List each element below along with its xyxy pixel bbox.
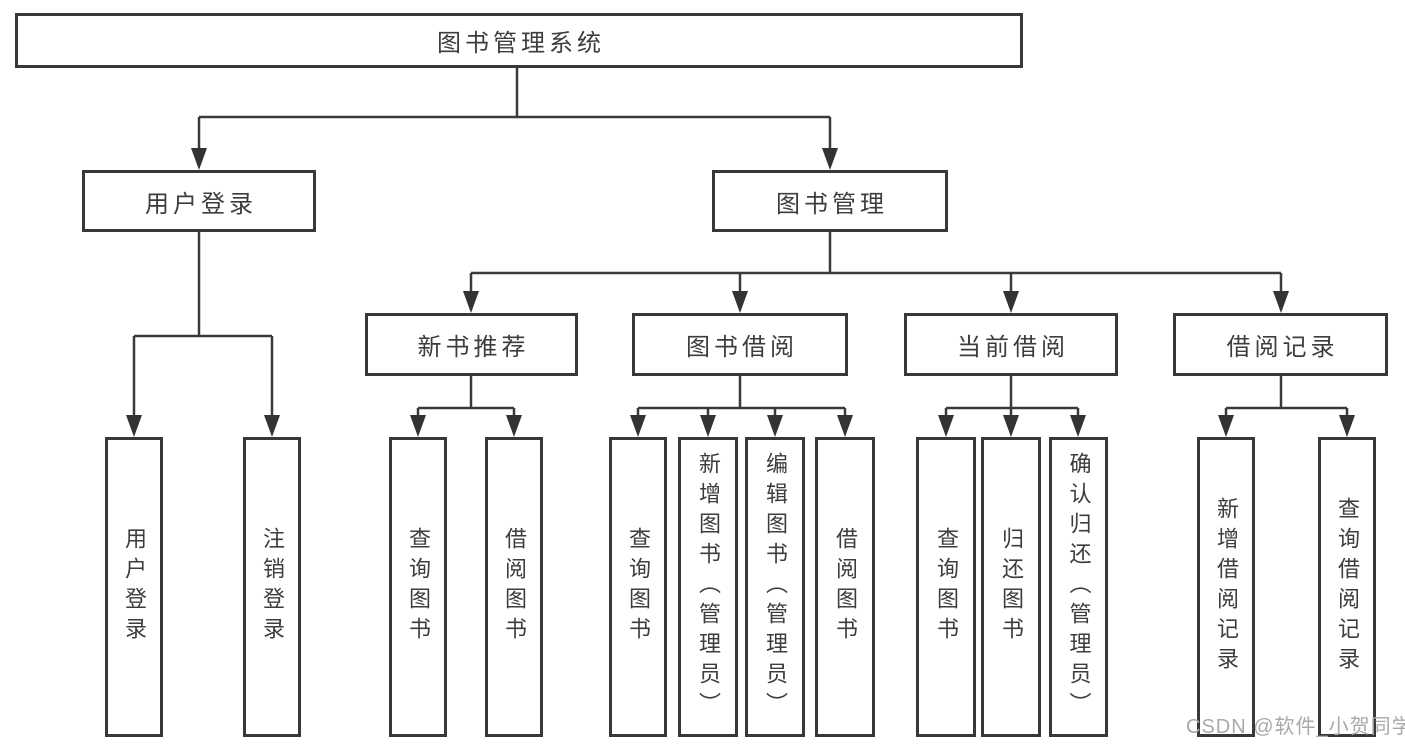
arrowhead-to-borrow-records <box>1273 291 1289 313</box>
node-root-system: 图书管理系统 <box>15 13 1023 68</box>
leaf-add-borrow-record: 新增借阅记录 <box>1197 437 1255 737</box>
leaf-user-login: 用户登录 <box>105 437 163 737</box>
connector-records-to-leaves <box>1224 376 1349 419</box>
arrowhead-leaf-2 <box>264 415 280 437</box>
node-book-management: 图书管理 <box>712 170 948 232</box>
leaf-add-books-admin-label: 新增图书（管理员） <box>696 452 721 722</box>
node-book-borrow: 图书借阅 <box>632 313 848 376</box>
node-borrow-records: 借阅记录 <box>1173 313 1388 376</box>
leaf-add-borrow-record-label: 新增借阅记录 <box>1214 497 1239 677</box>
csdn-watermark: CSDN @软件_小贺同学 <box>1186 716 1405 738</box>
leaf-add-books-admin: 新增图书（管理员） <box>678 437 738 737</box>
node-user-login: 用户登录 <box>82 170 316 232</box>
leaf-borrow-books-recommend-label: 借阅图书 <box>502 527 527 647</box>
leaf-query-books-current: 查询图书 <box>916 437 976 737</box>
arrowhead-leaf-8 <box>837 415 853 437</box>
arrowhead-leaf-9 <box>938 415 954 437</box>
leaf-query-books-current-label: 查询图书 <box>934 527 959 647</box>
leaf-query-books-recommend-label: 查询图书 <box>406 527 431 647</box>
node-book-management-label: 图书管理 <box>776 190 888 218</box>
leaf-return-books: 归还图书 <box>981 437 1041 737</box>
node-borrow-records-label: 借阅记录 <box>1226 334 1339 361</box>
node-user-login-label: 用户登录 <box>145 190 257 218</box>
leaf-borrow-books-label: 借阅图书 <box>833 527 858 647</box>
arrowhead-to-user-login <box>191 148 207 170</box>
arrowhead-leaf-3 <box>410 415 426 437</box>
arrowhead-leaf-12 <box>1218 415 1234 437</box>
leaf-edit-books-admin: 编辑图书（管理员） <box>745 437 805 737</box>
leaf-logout-login: 注销登录 <box>243 437 301 737</box>
node-root-label: 图书管理系统 <box>437 30 605 57</box>
leaf-return-books-label: 归还图书 <box>999 527 1024 647</box>
arrowhead-leaf-5 <box>630 415 646 437</box>
leaf-borrow-books: 借阅图书 <box>815 437 875 737</box>
arrowhead-leaf-11 <box>1070 415 1086 437</box>
arrowhead-leaf-1 <box>126 415 142 437</box>
node-current-borrow: 当前借阅 <box>904 313 1118 376</box>
arrowhead-leaf-6 <box>700 415 716 437</box>
arrowhead-to-new-book-recommend <box>463 291 479 313</box>
connector-userlogin-to-leaves <box>132 232 274 419</box>
leaf-query-books-borrow: 查询图书 <box>609 437 667 737</box>
arrowhead-leaf-10 <box>1003 415 1019 437</box>
leaf-query-borrow-record: 查询借阅记录 <box>1318 437 1376 737</box>
leaf-confirm-return-admin: 确认归还（管理员） <box>1049 437 1108 737</box>
connector-bookmgmt-to-level3 <box>469 232 1283 295</box>
node-new-book-recommend: 新书推荐 <box>365 313 578 376</box>
leaf-confirm-return-admin-label: 确认归还（管理员） <box>1066 452 1092 722</box>
node-current-borrow-label: 当前借阅 <box>957 334 1069 361</box>
leaf-edit-books-admin-label: 编辑图书（管理员） <box>763 452 788 722</box>
arrowhead-to-book-management <box>822 148 838 170</box>
leaf-query-borrow-record-label: 查询借阅记录 <box>1335 497 1360 677</box>
connector-recommend-to-leaves <box>416 376 516 419</box>
arrowhead-leaf-13 <box>1339 415 1355 437</box>
leaf-borrow-books-recommend: 借阅图书 <box>485 437 543 737</box>
arrowhead-leaf-4 <box>506 415 522 437</box>
arrowhead-to-book-borrow <box>732 291 748 313</box>
leaf-query-books-borrow-label: 查询图书 <box>626 527 651 647</box>
connector-root-to-level2 <box>197 68 832 152</box>
leaf-logout-login-label: 注销登录 <box>260 527 285 647</box>
leaf-user-login-label: 用户登录 <box>122 527 147 647</box>
arrowhead-to-current-borrow <box>1003 291 1019 313</box>
node-new-book-recommend-label: 新书推荐 <box>417 334 530 361</box>
arrowhead-leaf-7 <box>767 415 783 437</box>
node-book-borrow-label: 图书借阅 <box>686 334 798 361</box>
connector-borrow-to-leaves <box>636 376 847 419</box>
connector-current-to-leaves <box>944 376 1080 419</box>
leaf-query-books-recommend: 查询图书 <box>389 437 447 737</box>
